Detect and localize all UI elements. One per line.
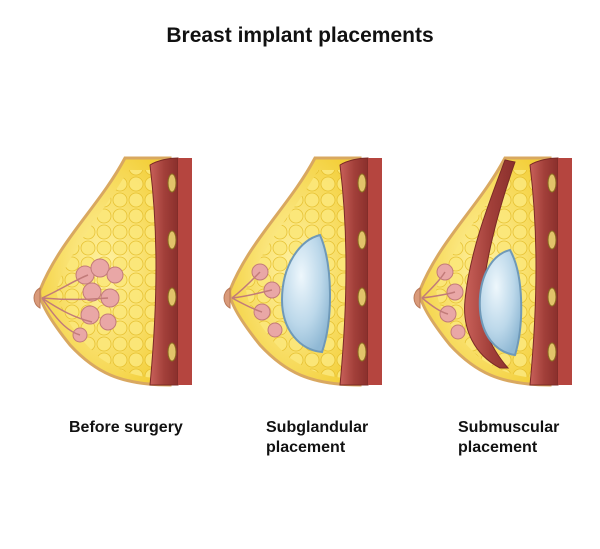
- chest-wall: [178, 158, 192, 385]
- chest-muscle: [149, 157, 179, 386]
- caption-subglandular: Subglandular placement: [266, 418, 368, 458]
- ribs: [357, 173, 367, 362]
- panel-before-surgery: [33, 156, 192, 387]
- caption-line: Subglandular: [266, 419, 369, 436]
- panel-subglandular: [223, 156, 382, 387]
- chest-wall: [368, 158, 382, 385]
- mammary-gland: [231, 263, 283, 338]
- nipple: [33, 287, 41, 309]
- nipple: [413, 287, 421, 309]
- implant: [478, 248, 523, 357]
- caption-before-surgery: Before surgery: [69, 418, 183, 438]
- chest-wall: [558, 158, 572, 385]
- chest-muscle: [529, 157, 559, 386]
- caption-line: Before surgery: [69, 419, 183, 436]
- ribs: [167, 173, 177, 362]
- caption-submuscular: Submuscular placement: [458, 418, 559, 458]
- panel-submuscular: [413, 156, 572, 387]
- chest-muscle: [339, 157, 369, 386]
- mammary-gland: [41, 258, 124, 343]
- pectoral-muscle-over-implant: [464, 159, 516, 369]
- caption-line: placement: [266, 439, 346, 456]
- ribs: [547, 173, 557, 362]
- caption-line: placement: [458, 439, 538, 456]
- nipple: [223, 287, 231, 309]
- mammary-gland: [421, 263, 466, 340]
- caption-line: Submuscular: [458, 419, 560, 436]
- implant: [280, 233, 331, 354]
- diagram-title: Breast implant placements: [166, 24, 434, 47]
